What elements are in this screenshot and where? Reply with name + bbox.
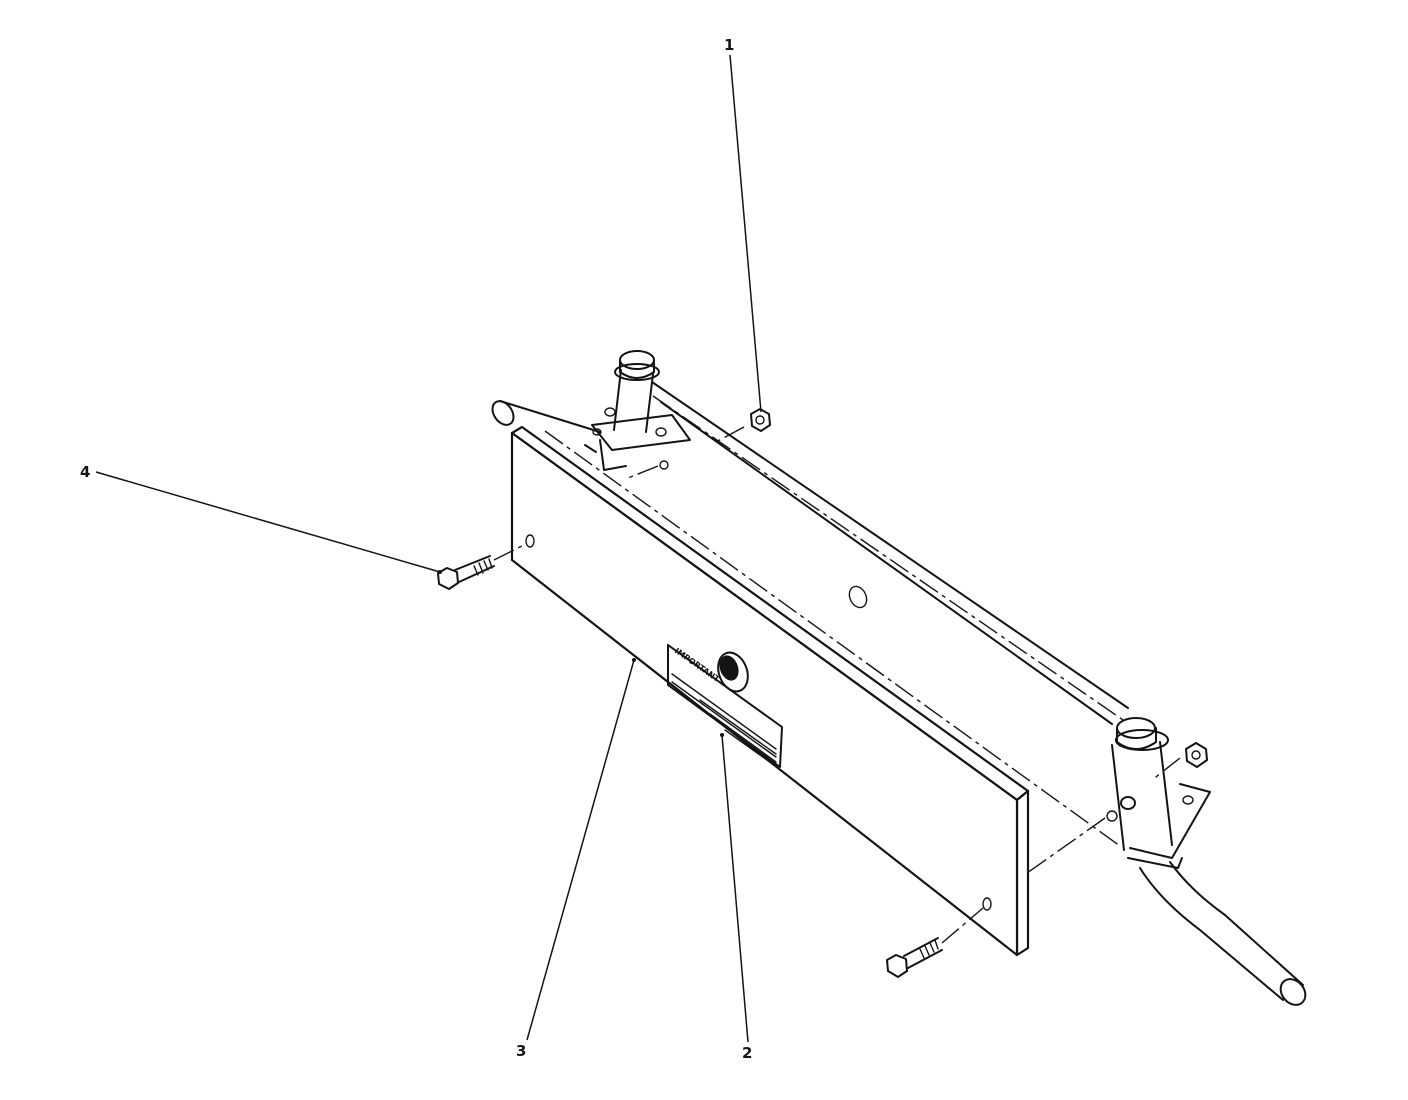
callout-3: 3 xyxy=(516,1042,526,1060)
callout-2: 2 xyxy=(742,1044,752,1062)
hex-nut-top xyxy=(750,408,771,432)
callout-labels: 1 4 3 2 xyxy=(80,36,752,1062)
bolt-left xyxy=(437,543,527,590)
front-panel xyxy=(510,425,1030,957)
leader-lines xyxy=(95,54,762,1043)
left-caster-post xyxy=(591,350,691,471)
rear-axle-tube xyxy=(491,381,1129,725)
bolt-right xyxy=(886,907,984,978)
callout-4: 4 xyxy=(80,463,90,481)
alignment-centerlines xyxy=(544,395,1181,879)
hex-nut-right xyxy=(1185,742,1208,768)
right-caster-post xyxy=(1106,717,1307,1006)
callout-1: 1 xyxy=(724,36,734,54)
